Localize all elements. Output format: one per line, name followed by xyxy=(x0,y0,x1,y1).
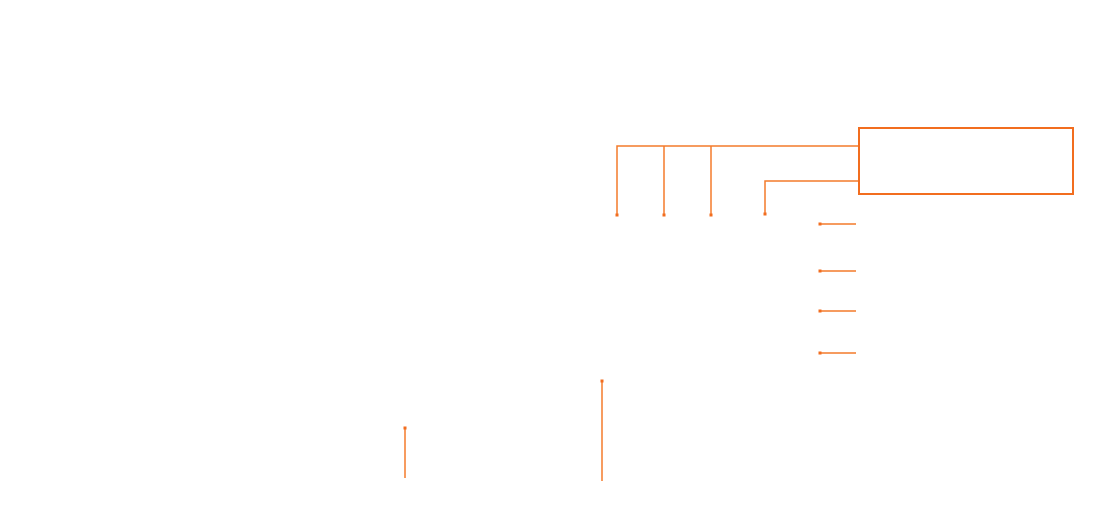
connector-endpoint-tick-4 xyxy=(818,351,822,355)
connector-line-4 xyxy=(764,180,858,214)
connector-endpoint-stem-1 xyxy=(403,426,407,430)
connector-line-1 xyxy=(616,145,858,215)
connector-endpoint-4 xyxy=(763,212,767,216)
connector-endpoint-3 xyxy=(709,213,713,217)
connector-endpoint-stem-2 xyxy=(600,379,604,383)
connector-endpoint-tick-2 xyxy=(818,269,822,273)
connector-endpoint-2 xyxy=(662,213,666,217)
connector-endpoint-tick-1 xyxy=(818,222,822,226)
connector-endpoint-1 xyxy=(615,213,619,217)
connector-endpoint-tick-3 xyxy=(818,309,822,313)
callout-box xyxy=(858,127,1074,195)
